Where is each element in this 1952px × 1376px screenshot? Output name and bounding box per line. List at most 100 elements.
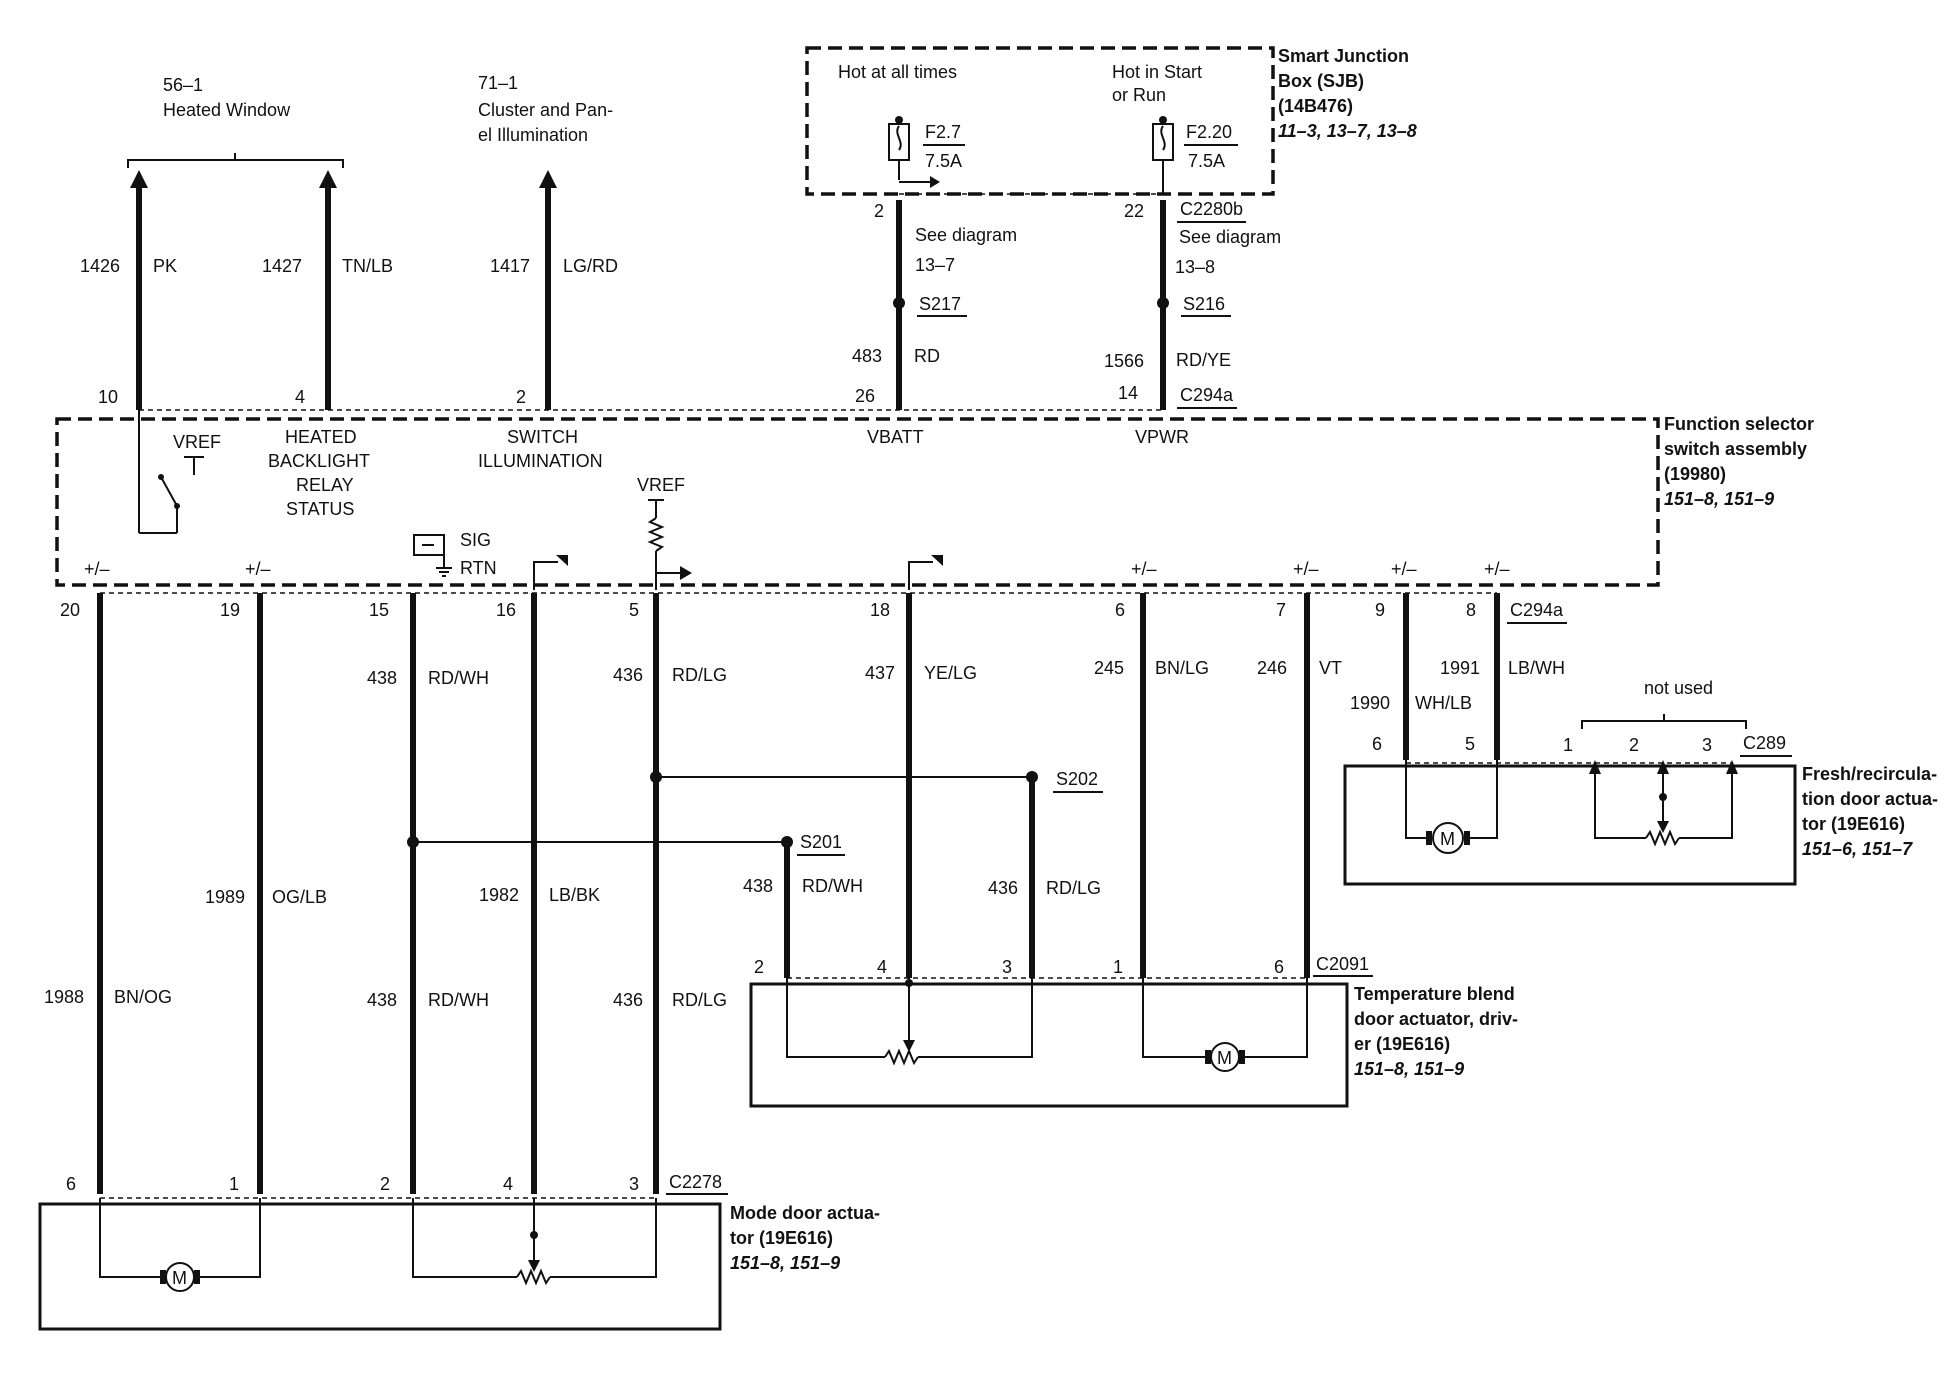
wire-lbbk: 16 1982 LB/BK 4 [479, 593, 600, 1194]
feed-1-see: See diagram [915, 225, 1017, 245]
heated-window-ref: 56–1 Heated Window [127, 75, 344, 168]
fuse-f2-7: F2.7 7.5A [888, 116, 965, 188]
wire-bnlg: 6 245 BN/LG 1 [1094, 593, 1209, 978]
wire-3-pin: 15 [369, 600, 389, 620]
wire-2-color: OG/LB [272, 887, 327, 907]
wire-3-color: RD/WH [428, 668, 489, 688]
wire-2-pin: 19 [220, 600, 240, 620]
hbrs-line1: HEATED [285, 427, 357, 447]
temp-motor-label: M [1217, 1048, 1232, 1068]
pol-20: +/– [84, 559, 110, 579]
wire-lbwh: 8 C294a 1991 LB/WH 5 [1440, 593, 1567, 760]
fresh-title-line2: tion door actua- [1802, 789, 1938, 809]
fss-title-line2: switch assembly [1664, 439, 1807, 459]
sjb-refs: 11–3, 13–7, 13–8 [1278, 121, 1417, 141]
feed-2-pin: 14 [1118, 383, 1138, 403]
wire-4-end-pin: 4 [503, 1174, 513, 1194]
feed-2-color: RD/YE [1176, 350, 1231, 370]
wire-6-end-pin: 4 [877, 957, 887, 977]
feed-2-ref: 13–8 [1175, 257, 1215, 277]
sjb-title-line2: Box (SJB) [1278, 71, 1364, 91]
wire-9-pin: 9 [1375, 600, 1385, 620]
s202-id: S202 [1056, 769, 1098, 789]
sjb-feed-vpwr: 22 C2280b See diagram 13–8 S216 1566 RD/… [1104, 199, 1281, 447]
wire-5-color: RD/LG [672, 665, 727, 685]
wire-10-pin: 8 [1466, 600, 1476, 620]
wire-4-color: LB/BK [549, 885, 600, 905]
wire-5-circuit2: 436 [613, 990, 643, 1010]
fss-vref-1: VREF [173, 432, 221, 452]
sjb-feed-vbatt: 2 See diagram 13–7 S217 483 RD 26 VBATT [852, 193, 1163, 447]
temp-blend-actuator: M Temperature blend door actuator, driv-… [749, 977, 1518, 1108]
wire-5-end-pin: 3 [629, 1174, 639, 1194]
wire-rdwh: 15 438 RD/WH 438 RD/WH 2 [367, 593, 489, 1194]
s202-color: RD/LG [1046, 878, 1101, 898]
fss-refs: 151–8, 151–9 [1664, 489, 1774, 509]
s201-end-pin: 2 [754, 957, 764, 977]
switch-illum-line1: SWITCH [507, 427, 578, 447]
pol-19: +/– [245, 559, 271, 579]
wire-6-color: YE/LG [924, 663, 977, 683]
wire-vt: 7 246 VT 6 C2091 [1257, 593, 1373, 978]
splice-s216: S216 [1183, 294, 1225, 314]
mode-door-actuator: M Mode door actua- tor (19E616) 151–8, 1… [38, 1197, 880, 1331]
wire-9-color: WH/LB [1415, 693, 1472, 713]
mode-title-line1: Mode door actua- [730, 1203, 880, 1223]
rtn-label: RTN [460, 558, 497, 578]
top-wire-tnlb: 1427 TN/LB 4 [262, 170, 393, 410]
top-wire-2-color: TN/LB [342, 256, 393, 276]
wire-10-end-pin: 5 [1465, 734, 1475, 754]
fss-title-line3: (19980) [1664, 464, 1726, 484]
wire-whlb: 9 1990 WH/LB 6 [1350, 593, 1472, 760]
wire-8-end-pin: 6 [1274, 957, 1284, 977]
splice-s217: S217 [919, 294, 961, 314]
wire-1-color: BN/OG [114, 987, 172, 1007]
fss-bottom-connector: C294a [1510, 600, 1564, 620]
fresh-pin-1: 1 [1563, 735, 1573, 755]
fuse-f2-20: F2.20 7.5A [1152, 116, 1238, 194]
s201-color: RD/WH [802, 876, 863, 896]
wire-5-color2: RD/LG [672, 990, 727, 1010]
smart-junction-box: Hot at all times Hot in Start or Run F2.… [805, 46, 1417, 196]
function-selector-switch: Function selector switch assembly (19980… [55, 410, 1814, 590]
splice-s201: S201 438 RD/WH 2 [413, 832, 863, 978]
feed-1-label: VBATT [867, 427, 924, 447]
wire-8-color: VT [1319, 658, 1342, 678]
temp-refs: 151–8, 151–9 [1354, 1059, 1464, 1079]
fresh-pin-2: 2 [1629, 735, 1639, 755]
s201-id: S201 [800, 832, 842, 852]
wire-5-circuit: 436 [613, 665, 643, 685]
feed-1-color: RD [914, 346, 940, 366]
wire-4-circuit: 1982 [479, 885, 519, 905]
top-wire-1-color: PK [153, 256, 177, 276]
feed-1-pin: 26 [855, 386, 875, 406]
splice-s202: S202 436 RD/LG 3 [656, 769, 1103, 978]
switch-illum-line2: ILLUMINATION [478, 451, 603, 471]
fuse-2-rating: 7.5A [1188, 151, 1225, 171]
wire-8-circuit: 246 [1257, 658, 1287, 678]
vref-pullup-resistor: VREF [637, 475, 692, 590]
hbrs-line3: RELAY [296, 475, 354, 495]
fresh-not-used: not used [1644, 678, 1713, 698]
wire-7-circuit: 245 [1094, 658, 1124, 678]
pol-6: +/– [1131, 559, 1157, 579]
fuse-2-id: F2.20 [1186, 122, 1232, 142]
wire-6-circuit: 437 [865, 663, 895, 683]
fresh-connector: C289 [1743, 733, 1786, 753]
ref-2-name-line2: el Illumination [478, 125, 588, 145]
top-wire-1-circuit: 1426 [80, 256, 120, 276]
top-wire-2-pin: 4 [295, 387, 305, 407]
mode-motor-label: M [172, 1268, 187, 1288]
wire-oglb: 19 1989 OG/LB 1 [205, 593, 327, 1194]
wire-3-end-pin: 2 [380, 1174, 390, 1194]
wire-3-circuit: 438 [367, 668, 397, 688]
top-wire-1-pin: 10 [98, 387, 118, 407]
wire-yelg: 18 437 YE/LG 4 [865, 593, 977, 978]
fuse-1-id: F2.7 [925, 122, 961, 142]
sig-rtn-ground: SIG RTN [413, 530, 497, 578]
wire-7-end-pin: 1 [1113, 957, 1123, 977]
fresh-title-line3: tor (19E616) [1802, 814, 1905, 834]
wire-7-color: BN/LG [1155, 658, 1209, 678]
wire-3-color2: RD/WH [428, 990, 489, 1010]
